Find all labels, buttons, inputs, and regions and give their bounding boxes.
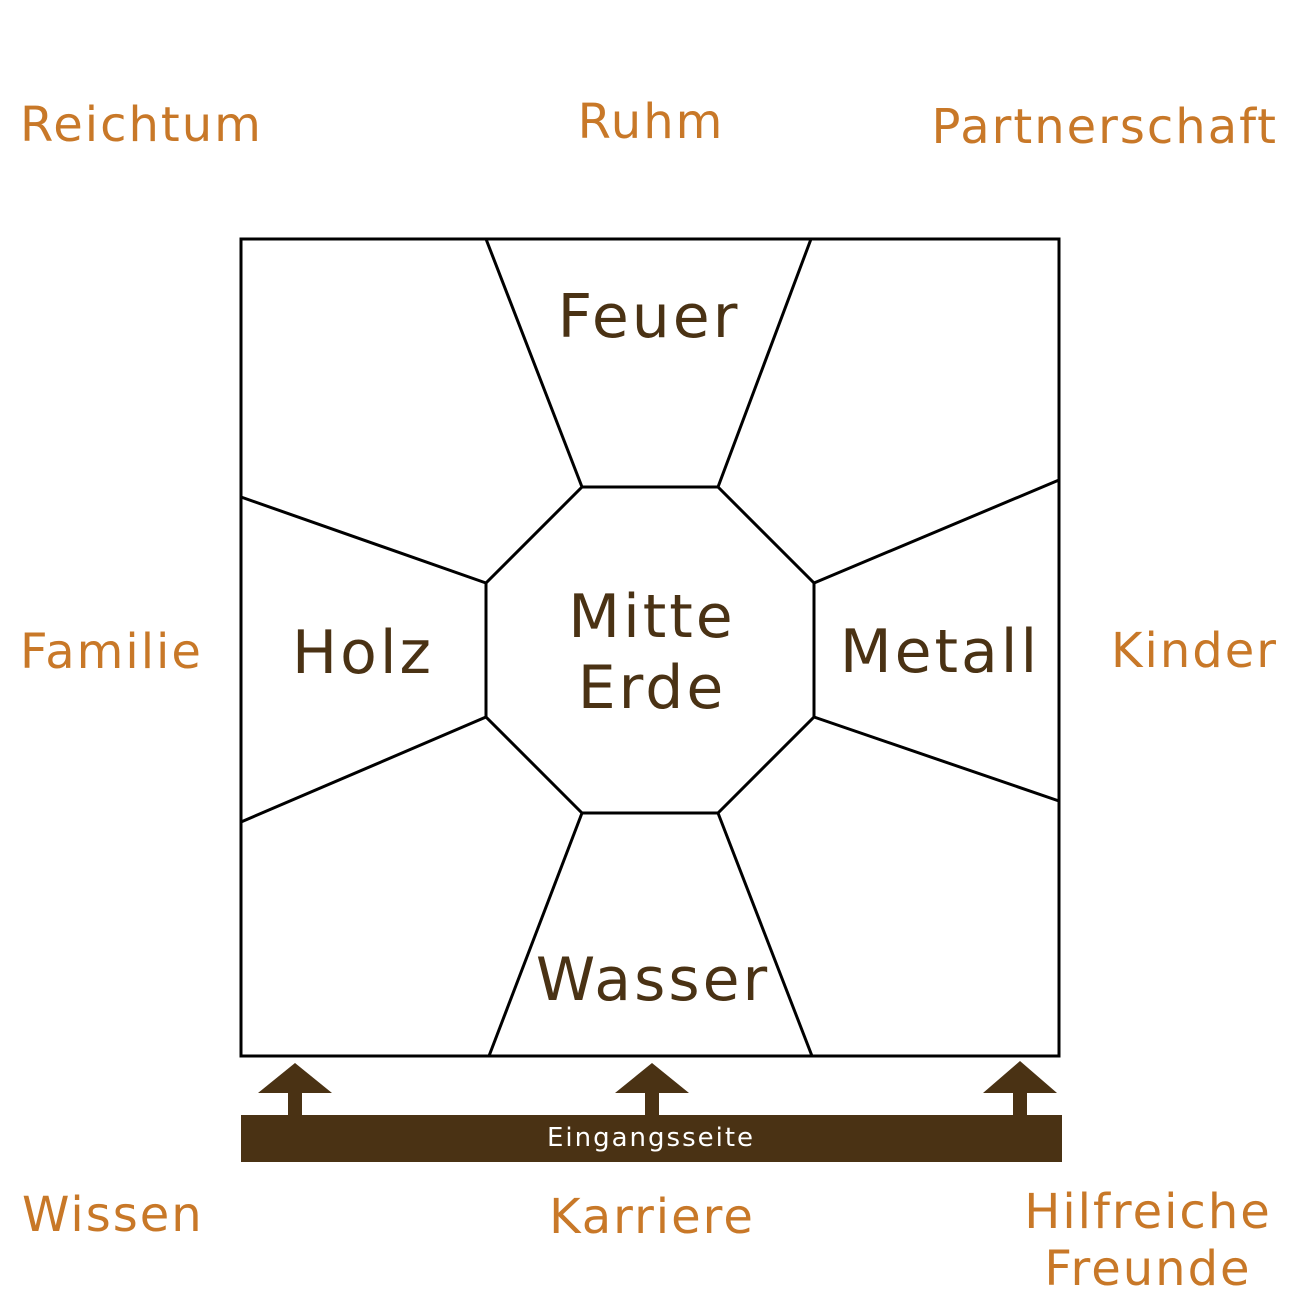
spoke-left-bottom — [240, 715, 487, 824]
area-partnership-label: Partnerschaft — [931, 99, 1278, 155]
element-metal-label: Metall — [840, 617, 1040, 687]
spoke-top-left — [484, 238, 584, 488]
area-fame-label: Ruhm — [578, 94, 725, 150]
spoke-lines — [240, 238, 1060, 1057]
area-labels: Reichtum Ruhm Partnerschaft Familie Kind… — [20, 94, 1278, 1297]
element-fire-label: Feuer — [558, 282, 741, 352]
spoke-bottom-left — [487, 812, 584, 1057]
outer-square — [239, 237, 1061, 1058]
spoke-left-top — [240, 495, 487, 585]
element-water-label: Wasser — [536, 945, 770, 1015]
spoke-right-bottom — [813, 715, 1060, 803]
arrow-up-icon — [258, 1063, 332, 1116]
area-helpful-friends-label-line2: Freunde — [1044, 1241, 1251, 1297]
area-children-label: Kinder — [1111, 623, 1278, 679]
area-knowledge-label: Wissen — [22, 1187, 204, 1243]
entrance-bar — [241, 1115, 1062, 1162]
area-career-label: Karriere — [549, 1189, 755, 1245]
area-wealth-label: Reichtum — [20, 97, 263, 153]
element-center-label-line1: Mitte — [568, 582, 735, 652]
spoke-bottom-right — [716, 812, 814, 1057]
spoke-top-right — [716, 238, 813, 488]
entrance-label: Eingangsseite — [547, 1123, 755, 1153]
element-wood-label: Holz — [292, 618, 434, 688]
spoke-right-top — [813, 478, 1060, 585]
area-helpful-friends-label-line1: Hilfreiche — [1024, 1184, 1272, 1240]
entrance-indicator: Eingangsseite — [241, 1061, 1062, 1162]
area-family-label: Familie — [20, 624, 203, 680]
arrow-up-icon — [983, 1061, 1057, 1116]
element-labels: Feuer Holz Mitte Erde Metall Wasser — [292, 282, 1040, 1015]
arrow-up-icon — [615, 1063, 689, 1116]
element-center-label-line2: Erde — [578, 653, 727, 723]
